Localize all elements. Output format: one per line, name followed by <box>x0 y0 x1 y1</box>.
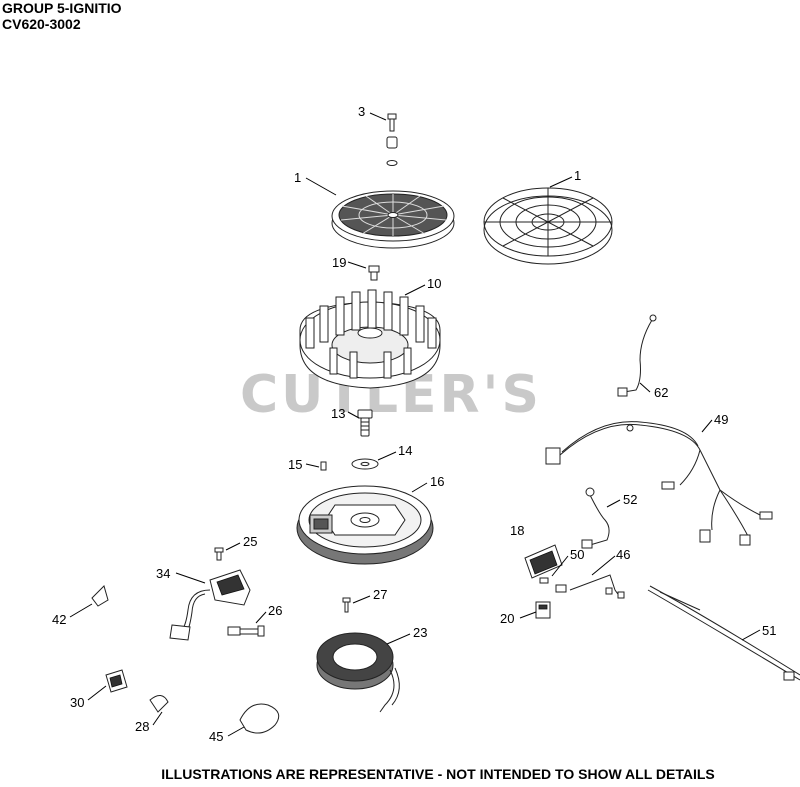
callout-52: 52 <box>623 492 637 507</box>
callout-49: 49 <box>714 412 728 427</box>
callout-15: 15 <box>288 457 302 472</box>
part-lead-51[interactable] <box>647 585 800 681</box>
part-screw-25[interactable] <box>214 547 224 561</box>
callout-3: 3 <box>358 104 365 119</box>
callout-30: 30 <box>70 695 84 710</box>
callout-42: 42 <box>52 612 66 627</box>
part-grass-screen-left[interactable] <box>331 190 455 249</box>
callout-18: 18 <box>510 523 524 538</box>
callout-34: 34 <box>156 566 170 581</box>
part-screw-3[interactable] <box>386 113 398 166</box>
leader-lines <box>69 112 761 737</box>
part-flywheel-bolt-13[interactable] <box>357 409 373 437</box>
part-gasket-45[interactable] <box>239 703 280 734</box>
part-clip-20[interactable] <box>535 601 551 619</box>
part-harness-62[interactable] <box>617 314 657 397</box>
part-ignition-coil-34[interactable] <box>169 569 251 641</box>
part-key-15[interactable] <box>320 461 327 471</box>
part-screw-50[interactable] <box>539 577 567 593</box>
callout-14: 14 <box>398 443 412 458</box>
callout-13: 13 <box>331 406 345 421</box>
part-bracket-46[interactable] <box>569 574 625 599</box>
callout-1-left: 1 <box>294 170 301 185</box>
callout-62: 62 <box>654 385 668 400</box>
part-wiring-harness-49[interactable] <box>545 421 773 546</box>
callout-1-right: 1 <box>574 168 581 183</box>
callout-46: 46 <box>616 547 630 562</box>
callout-20: 20 <box>500 611 514 626</box>
callout-50: 50 <box>570 547 584 562</box>
part-bolt-19[interactable] <box>368 265 380 281</box>
part-stator-23[interactable] <box>316 632 400 713</box>
callout-25: 25 <box>243 534 257 549</box>
part-clip-42[interactable] <box>91 585 109 607</box>
part-flywheel-16[interactable] <box>296 485 434 565</box>
part-clamp-28[interactable] <box>149 695 169 713</box>
part-washer-14[interactable] <box>351 458 379 470</box>
disclaimer-note: ILLUSTRATIONS ARE REPRESENTATIVE - NOT I… <box>161 766 715 782</box>
callout-16: 16 <box>430 474 444 489</box>
part-screw-27[interactable] <box>342 597 351 613</box>
callout-23: 23 <box>413 625 427 640</box>
part-ground-lead-52[interactable] <box>581 487 610 549</box>
callout-10: 10 <box>427 276 441 291</box>
part-grass-screen-right[interactable] <box>483 187 613 265</box>
callout-45: 45 <box>209 729 223 744</box>
part-connector-30[interactable] <box>105 669 128 693</box>
part-module-18[interactable] <box>524 544 563 579</box>
part-spark-plug-26[interactable] <box>227 625 265 637</box>
callout-27: 27 <box>373 587 387 602</box>
callout-26: 26 <box>268 603 282 618</box>
callout-numbers: 3 1 1 19 10 62 13 49 14 15 16 52 18 25 5… <box>52 104 776 744</box>
callout-51: 51 <box>762 623 776 638</box>
part-flywheel-fan-10[interactable] <box>299 289 441 389</box>
callout-28: 28 <box>135 719 149 734</box>
callout-19: 19 <box>332 255 346 270</box>
group-title: GROUP 5-IGNITIO <box>2 0 122 16</box>
model-number: CV620-3002 <box>2 16 81 32</box>
